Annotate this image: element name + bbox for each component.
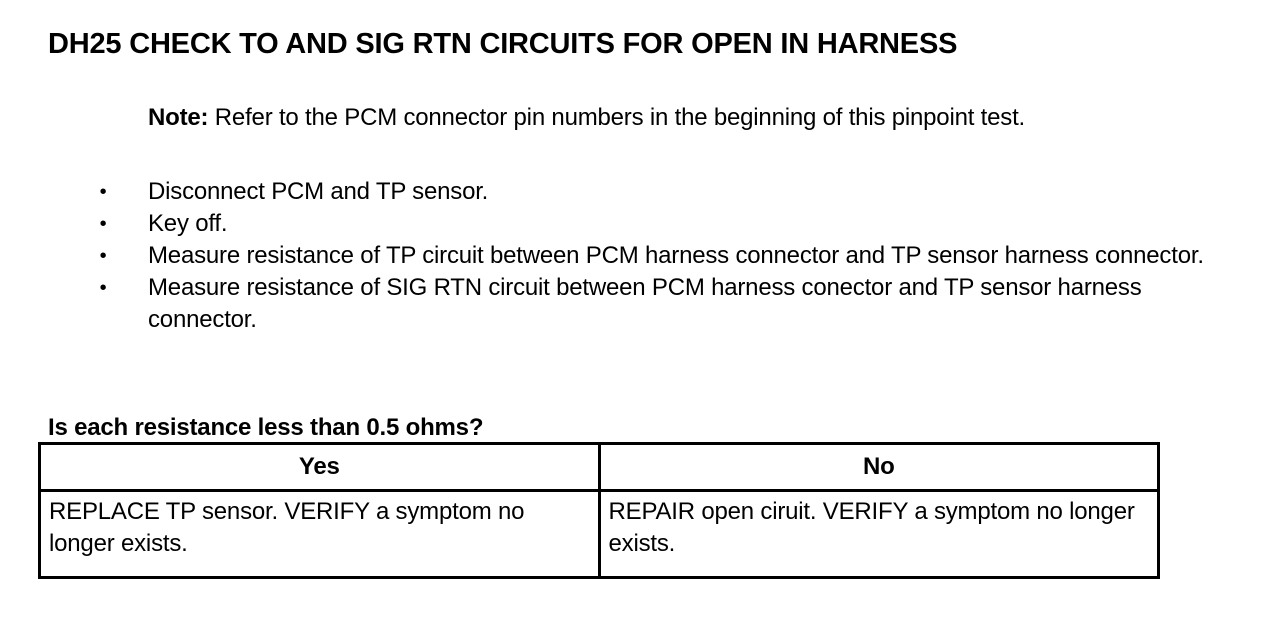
bullet-icon: •: [99, 277, 107, 299]
step-item: • Key off.: [0, 208, 1228, 240]
step-list: • Disconnect PCM and TP sensor. • Key of…: [0, 176, 1280, 336]
step-item: • Measure resistance of TP circuit betwe…: [0, 240, 1228, 272]
result-table: Yes No REPLACE TP sensor. VERIFY a sympt…: [38, 442, 1160, 579]
cell-no-action: REPAIR open ciruit. VERIFY a symptom no …: [597, 489, 1160, 579]
test-question: Is each resistance less than 0.5 ohms?: [48, 414, 484, 441]
table-row: REPLACE TP sensor. VERIFY a symptom no l…: [38, 489, 1160, 579]
note-text: Refer to the PCM connector pin numbers i…: [208, 104, 1026, 131]
header-yes: Yes: [38, 442, 601, 492]
note-label: Note:: [148, 104, 209, 131]
table-header-row: Yes No: [38, 442, 1160, 492]
step-text: Key off.: [148, 210, 228, 237]
bullet-icon: •: [99, 245, 107, 267]
page-title: DH25 CHECK TO AND SIG RTN CIRCUITS FOR O…: [48, 28, 958, 60]
header-no: No: [597, 442, 1160, 492]
cell-yes-action: REPLACE TP sensor. VERIFY a symptom no l…: [38, 489, 601, 579]
bullet-icon: •: [99, 213, 107, 235]
note-paragraph: Note: Refer to the PCM connector pin num…: [148, 102, 1025, 134]
step-text: Disconnect PCM and TP sensor.: [148, 178, 489, 205]
step-item: • Measure resistance of SIG RTN circuit …: [0, 272, 1228, 336]
bullet-icon: •: [99, 181, 107, 203]
step-text: Measure resistance of TP circuit between…: [148, 242, 1204, 269]
step-text: Measure resistance of SIG RTN circuit be…: [148, 274, 1142, 333]
step-item: • Disconnect PCM and TP sensor.: [0, 176, 1228, 208]
